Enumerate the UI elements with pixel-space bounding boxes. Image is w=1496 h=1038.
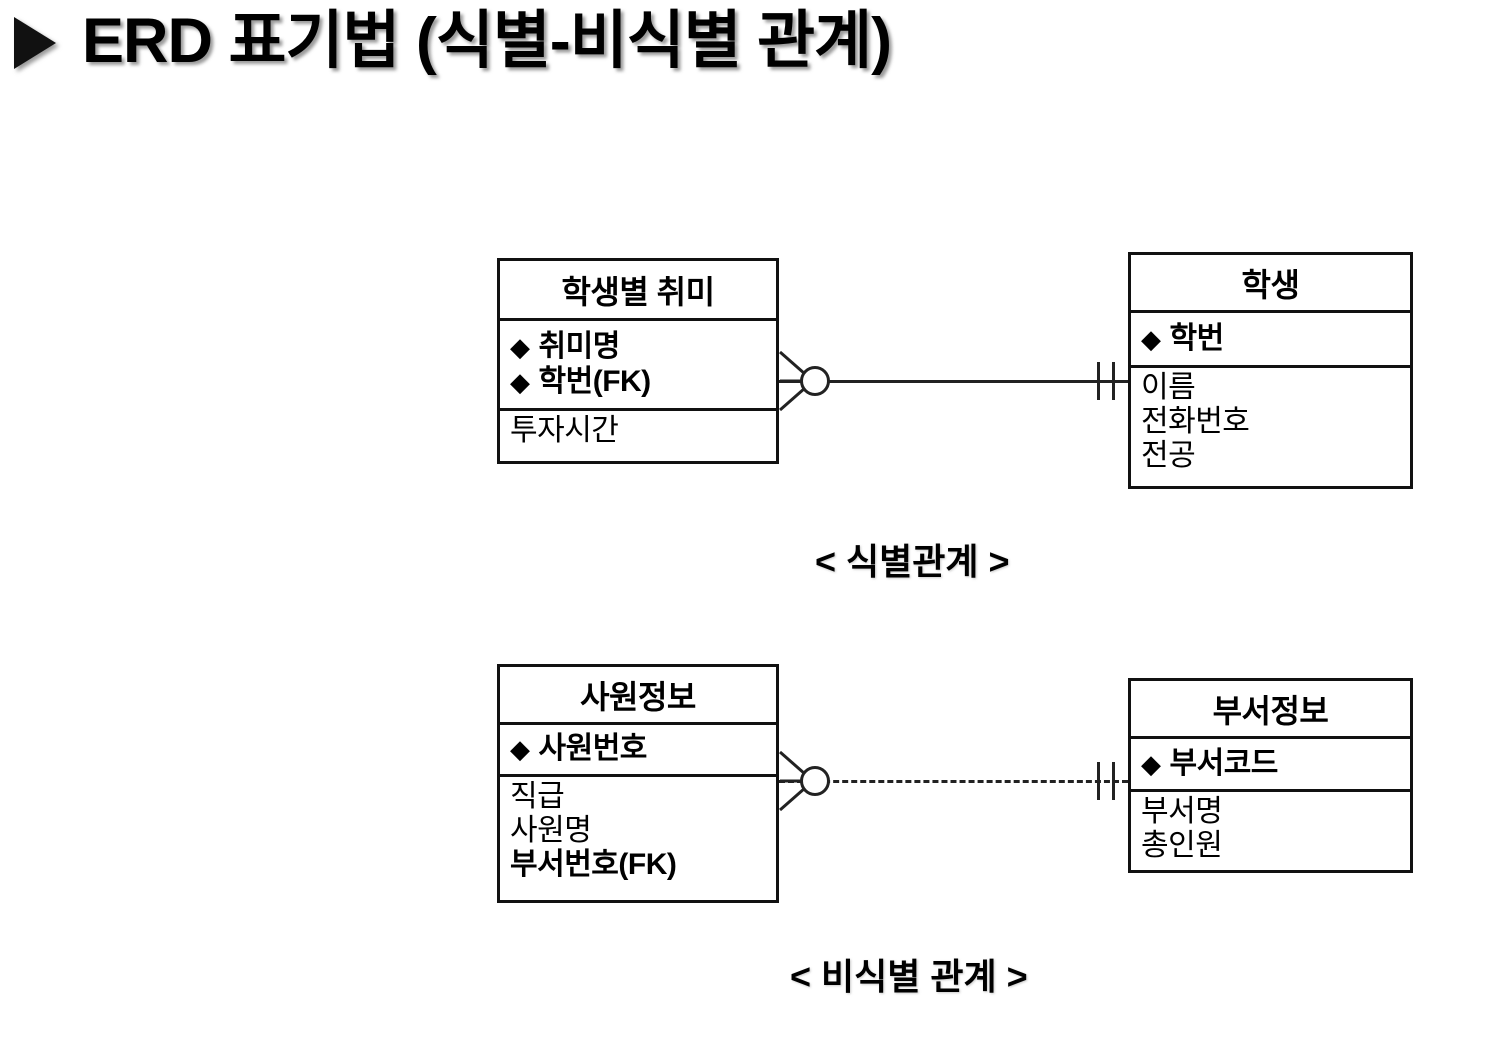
mandatory-bar-icon	[1112, 362, 1115, 400]
entity-box-parent-1[interactable]: 학생 ◆ 학번 이름 전화번호 전공	[1128, 252, 1413, 489]
entity-key-row: ◆ 학번(FK)	[510, 365, 776, 399]
relationship-caption-non-identifying: < 비식별 관계 >	[790, 956, 1028, 997]
key-diamond-icon: ◆	[510, 734, 530, 765]
entity-title: 학생	[1241, 266, 1300, 303]
entity-key-label: 사원번호	[538, 732, 648, 766]
entity-key-section: ◆ 사원번호	[500, 722, 776, 774]
entity-key-section: ◆ 취미명 ◆ 학번(FK)	[500, 318, 776, 408]
entity-key-row: ◆ 학번	[1141, 322, 1410, 356]
key-diamond-icon: ◆	[1141, 748, 1161, 779]
key-diamond-icon: ◆	[1141, 323, 1161, 354]
entity-title: 학생별 취미	[561, 273, 715, 310]
entity-attribute-row: 총인원	[1141, 829, 1223, 863]
entity-attribute-section: 이름 전화번호 전공	[1131, 365, 1410, 486]
entity-attribute-section: 부서명 총인원	[1131, 789, 1410, 870]
entity-attribute-row: 이름	[1141, 371, 1196, 404]
key-diamond-icon: ◆	[510, 332, 530, 363]
mandatory-bar-icon	[1112, 762, 1115, 800]
key-diamond-icon: ◆	[510, 366, 530, 397]
relationship-caption-identifying: < 식별관계 >	[815, 541, 1010, 582]
entity-key-section: ◆ 부서코드	[1131, 736, 1410, 789]
mandatory-bar-icon	[1097, 762, 1100, 800]
entity-attribute-row: 전공	[1141, 439, 1196, 473]
entity-box-child-1[interactable]: 학생별 취미 ◆ 취미명 ◆ 학번(FK) 투자시간	[497, 258, 779, 464]
entity-box-parent-2[interactable]: 부서정보 ◆ 부서코드 부서명 총인원	[1128, 678, 1413, 873]
entity-attribute-section: 투자시간	[500, 408, 776, 461]
entity-key-row: ◆ 취미명	[510, 330, 776, 364]
entity-key-label: 학번	[1169, 321, 1225, 355]
entity-attribute-section: 직급 사원명 부서번호(FK)	[500, 774, 776, 900]
entity-key-label: 학번(FK)	[538, 364, 652, 398]
page-title: ERD 표기법 (식별-비식별 관계)	[14, 6, 892, 76]
entity-key-label: 부서코드	[1169, 746, 1279, 780]
entity-title: 부서정보	[1212, 692, 1329, 729]
optional-circle-icon	[800, 766, 830, 796]
entity-attribute-row: 부서명	[1141, 795, 1223, 828]
entity-key-label: 취미명	[538, 330, 621, 364]
entity-attribute-row: 사원명	[510, 814, 592, 848]
entity-attribute-row: 전화번호	[1141, 405, 1250, 439]
entity-attribute-row: 투자시간	[510, 414, 619, 447]
entity-attribute-row: 부서번호(FK)	[510, 848, 677, 882]
entity-key-row: ◆ 부서코드	[1141, 747, 1410, 781]
mandatory-bar-icon	[1097, 362, 1100, 400]
triangle-right-icon	[14, 17, 56, 70]
entity-attribute-row: 직급	[510, 780, 565, 813]
relationship-line-identifying	[779, 380, 1128, 383]
relationship-line-non-identifying	[779, 780, 1128, 783]
page-title-text: ERD 표기법 (식별-비식별 관계)	[82, 6, 892, 76]
entity-key-row: ◆ 사원번호	[510, 732, 776, 766]
optional-circle-icon	[800, 366, 830, 396]
entity-title: 사원정보	[580, 678, 696, 715]
entity-box-child-2[interactable]: 사원정보 ◆ 사원번호 직급 사원명 부서번호(FK)	[497, 664, 779, 903]
entity-key-section: ◆ 학번	[1131, 310, 1410, 365]
